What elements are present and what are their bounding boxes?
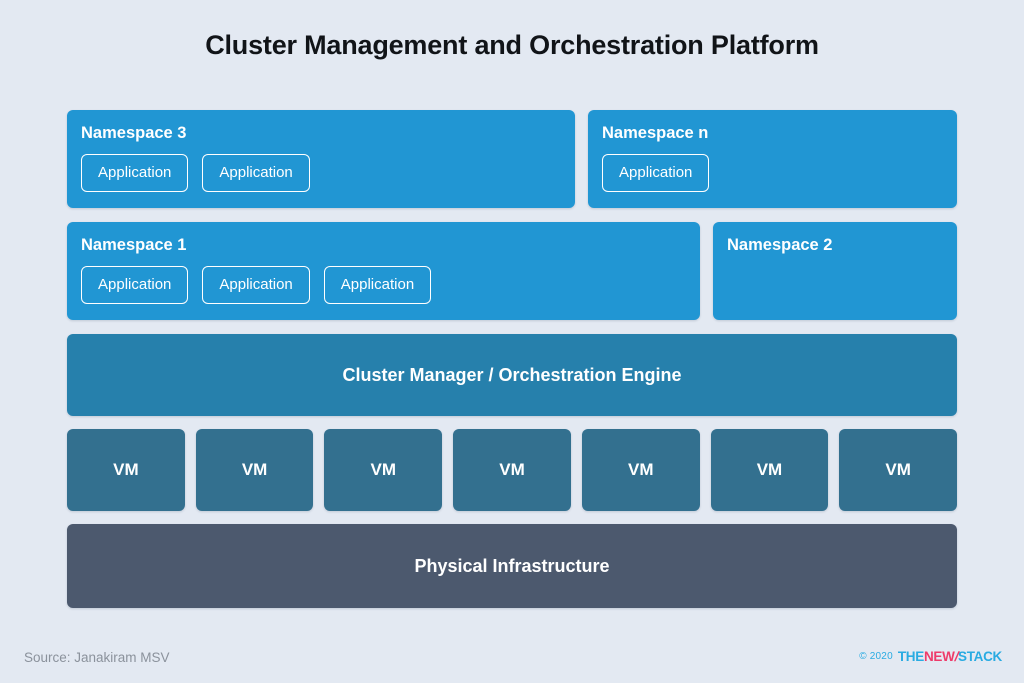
namespace-title: Namespace n [602,124,709,142]
cluster-manager-label: Cluster Manager / Orchestration Engine [342,364,682,385]
vm-box[interactable]: VM [581,429,700,512]
vm-box[interactable]: VM [453,429,571,512]
application-box[interactable]: Application [202,266,310,305]
logo-part-stack: STACK [958,649,1002,664]
vm-label: VM [241,460,268,480]
cluster-manager-bar[interactable]: Cluster Manager / Orchestration Engine [67,334,957,417]
architecture-diagram: Namespace 3 Application Application Name… [67,110,958,609]
physical-infrastructure-label: Physical Infrastructure [414,555,610,576]
namespace-box-n[interactable]: Namespace n Application [588,110,957,209]
vm-box[interactable]: VM [67,429,185,512]
namespace-title: Namespace 3 [81,124,187,142]
logo-part-new: NEW [923,649,955,664]
namespace-title: Namespace 2 [727,236,833,255]
vm-label: VM [499,460,525,480]
application-box[interactable]: Application [602,154,710,193]
logo-part-the: THE [897,649,924,664]
vm-row: VM VM VM VM VM VM VM [67,429,958,512]
vm-label: VM [756,460,783,480]
namespace-row-bottom: Namespace 1 Application Application Appl… [67,222,957,321]
namespace-box-2[interactable]: Namespace 2 [713,222,957,321]
application-list: Application [602,154,943,193]
namespace-box-3[interactable]: Namespace 3 Application Application [67,110,575,209]
vm-label: VM [113,460,139,480]
namespace-box-1[interactable]: Namespace 1 Application Application Appl… [67,222,700,321]
physical-infrastructure-bar[interactable]: Physical Infrastructure [67,524,957,609]
vm-box[interactable]: VM [839,429,958,512]
vm-box[interactable]: VM [195,429,314,512]
application-box[interactable]: Application [81,154,189,193]
application-box[interactable]: Application [323,266,432,305]
namespace-row-top: Namespace 3 Application Application Name… [67,110,957,209]
application-box[interactable]: Application [81,266,189,305]
vm-box[interactable]: VM [324,429,443,512]
application-list: Application Application [81,154,561,193]
namespace-title: Namespace 1 [81,236,187,255]
vm-box[interactable]: VM [710,429,829,512]
application-list: Application Application Application [81,266,686,305]
vm-label: VM [885,460,911,480]
vm-label: VM [370,460,397,480]
application-box[interactable]: Application [202,154,310,193]
vm-label: VM [627,460,654,480]
page-title: Cluster Management and Orchestration Pla… [205,30,819,60]
copyright-label: © 2020 [859,651,893,662]
source-attribution: Source: Janakiram MSV [24,650,170,665]
